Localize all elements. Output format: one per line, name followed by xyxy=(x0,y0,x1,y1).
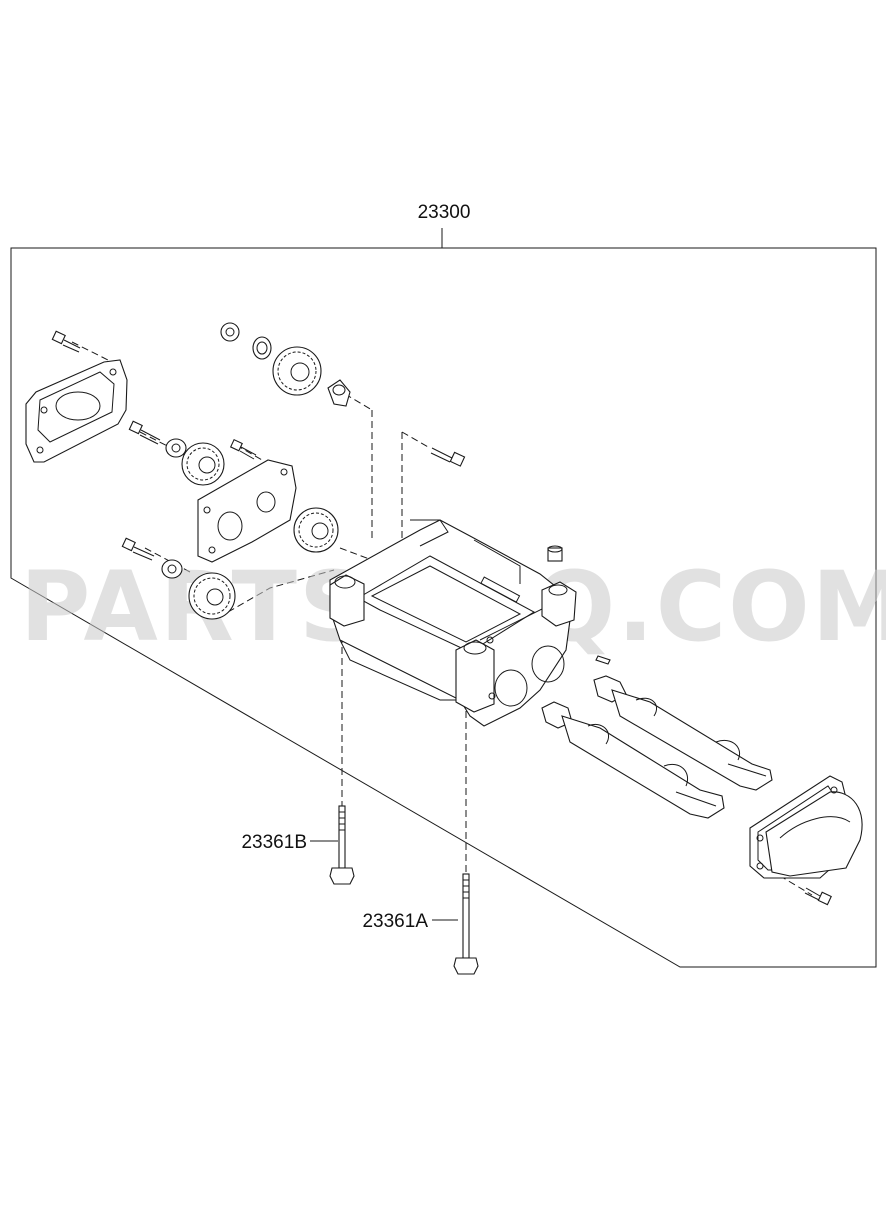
lower-gear-stack xyxy=(121,537,236,620)
key-pin-icon xyxy=(595,655,611,665)
bushing-icon xyxy=(327,379,351,407)
washer-icon xyxy=(252,336,272,360)
upper-gear-stack xyxy=(220,322,351,407)
assembly-frame xyxy=(10,228,877,968)
balance-shaft-housing xyxy=(329,519,577,727)
washer-icon xyxy=(161,559,183,579)
gear-icon xyxy=(293,507,339,553)
cover-bolt-icon xyxy=(51,330,81,353)
gear-bracket-plate xyxy=(197,459,297,563)
rear-cover-bolt-icon xyxy=(804,887,832,906)
assembly-callout-label[interactable]: 23300 xyxy=(418,202,471,223)
bracket-bolt-icon xyxy=(229,438,257,460)
washer-icon xyxy=(165,438,187,458)
balance-shaft-lower xyxy=(541,701,725,819)
housing-bolt-icon xyxy=(430,447,466,467)
drive-gear xyxy=(293,507,339,553)
long-bolt-b xyxy=(329,805,355,885)
balance-shaft-upper xyxy=(593,675,773,791)
gear-icon xyxy=(188,572,236,620)
middle-gear-stack xyxy=(128,420,225,486)
gear-icon xyxy=(181,442,225,486)
bolt-a-callout-label[interactable]: 23361A xyxy=(362,911,428,932)
nut-icon xyxy=(220,322,240,342)
callout-leaders xyxy=(310,840,458,921)
front-cover-plate xyxy=(25,359,128,463)
dowel-pin-icon xyxy=(547,545,563,562)
bolt-b-callout-label[interactable]: 23361B xyxy=(241,832,307,853)
long-bolt-a xyxy=(453,873,479,975)
bolt-head-icon xyxy=(128,420,143,435)
gear-icon xyxy=(272,346,322,396)
rear-cover xyxy=(749,775,863,879)
bolt-head-icon xyxy=(121,537,136,552)
